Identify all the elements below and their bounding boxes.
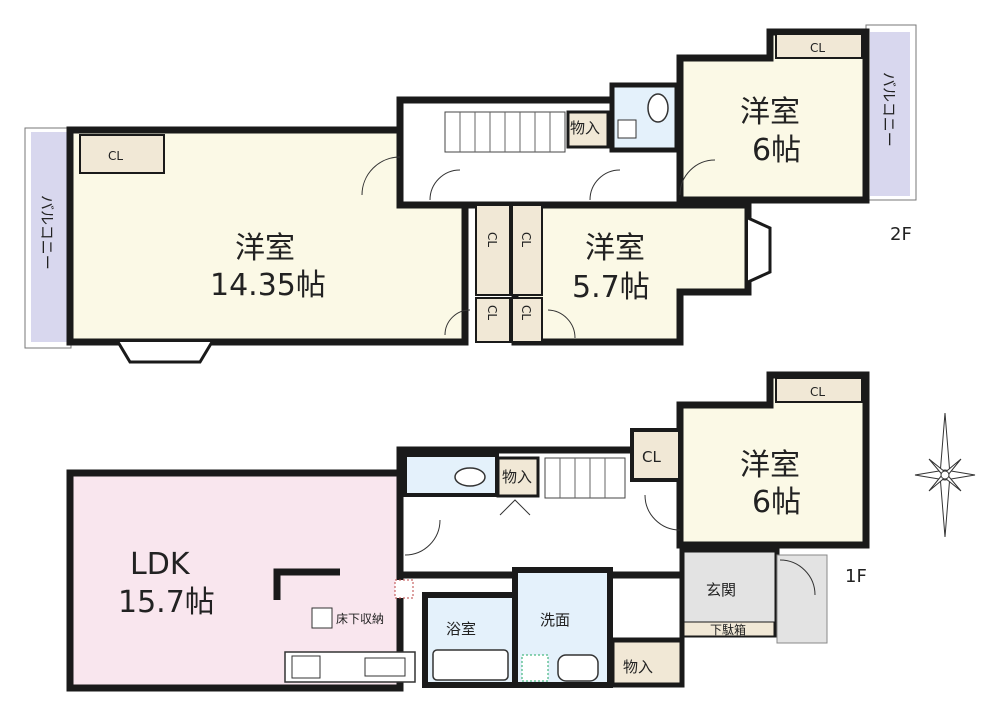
compass-rose-icon [914, 412, 976, 538]
washing-machine-space [521, 654, 549, 682]
bath-label: 浴室 [446, 620, 476, 638]
ne-upper-room-name: 洋室 [740, 95, 800, 130]
cl-hall-4-label: CL [519, 305, 533, 320]
shoe-box-label: 下駄箱 [710, 622, 746, 637]
bay-window-east [747, 216, 772, 284]
ldk-size: 15.7帖 [118, 585, 215, 620]
shoe-box [683, 621, 775, 637]
door-swings-lower [404, 494, 816, 596]
closet-ne-lower [775, 377, 863, 403]
upper-storage-label: 物入 [570, 119, 600, 137]
cl-hall-1-label: CL [485, 232, 499, 247]
closet-hall-3 [475, 297, 511, 343]
toilet-bowl-upper [647, 93, 669, 123]
cl-hall-3-label: CL [485, 305, 499, 320]
ne-lower-room-size: 6帖 [752, 485, 801, 520]
ldk-name: LDK [130, 547, 191, 582]
cl-ne-upper-label: CL [810, 41, 825, 55]
upper-floor: CL CL 物入 洋室 14.35帖 洋室 5.7帖 洋室 6帖 CL CL C… [24, 24, 917, 364]
closet-hall-4 [511, 297, 543, 343]
door-swings-upper [361, 156, 716, 339]
stair-treads-lower [559, 458, 606, 498]
closet-hall-1 [475, 204, 511, 296]
lower-storage-hall [496, 456, 540, 498]
cl-hall-2-label: CL [519, 232, 533, 247]
lower-storage-wash [609, 637, 685, 688]
closet-hall-2 [511, 204, 543, 296]
entrance-porch [776, 554, 828, 644]
kitchen-sink [364, 657, 406, 677]
balcony-east-deck [870, 32, 910, 196]
washbasin-upper [617, 119, 637, 139]
cl-ne-lower-label: CL [810, 385, 825, 399]
cl-big-room-label: CL [108, 149, 123, 163]
cl-hall-lower-label: CL [642, 448, 661, 466]
room-ne-lower [676, 371, 870, 549]
upper-storage [566, 110, 610, 149]
underfloor-storage-box [311, 607, 333, 629]
closet-ne-upper [775, 33, 863, 59]
balcony-west-deck [31, 132, 69, 342]
balcony-west-label: バルコニー [38, 195, 56, 270]
mid-room-size: 5.7帖 [572, 270, 650, 305]
wash-basin [557, 654, 599, 682]
toilet-bowl-lower [454, 467, 486, 487]
entrance-label: 玄関 [706, 581, 736, 599]
cooktop [291, 655, 321, 679]
bay-window-west [116, 341, 214, 364]
lower-floor: LDK 15.7帖 床下収納 物入 CL CL 洋室 6帖 浴室 洗面 物入 玄… [66, 371, 976, 692]
ne-lower-room-name: 洋室 [740, 448, 800, 483]
kitchen-partition [273, 568, 340, 600]
ne-upper-room-size: 6帖 [752, 133, 801, 168]
mid-room-name: 洋室 [585, 231, 645, 266]
upper-toilet [609, 82, 680, 153]
floor-hatch [394, 579, 414, 599]
bathtub [432, 649, 509, 681]
closet-hall-lower [630, 428, 682, 482]
washroom-label: 洗面 [540, 611, 570, 629]
entrance [679, 547, 780, 638]
lower-storage-hall-label: 物入 [502, 468, 532, 486]
stair-treads-upper [459, 112, 551, 152]
floor-label-1f: 1F [845, 566, 867, 587]
closet-big-room [79, 134, 165, 174]
floor-label-2f: 2F [890, 224, 912, 245]
underfloor-storage-label: 床下収納 [336, 612, 384, 626]
balcony-east-label: バルコニー [880, 72, 898, 147]
big-room-size: 14.35帖 [210, 268, 326, 303]
lower-storage-wash-label: 物入 [623, 658, 653, 676]
room-ne-upper [676, 28, 870, 204]
big-room-name: 洋室 [235, 231, 295, 266]
stairs-lower [544, 457, 626, 499]
